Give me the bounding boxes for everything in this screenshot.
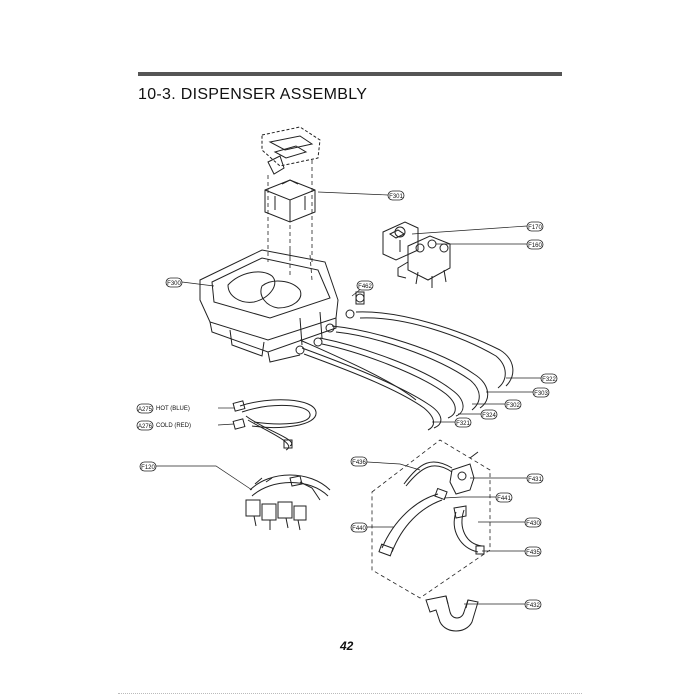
svg-text:F321: F321 bbox=[456, 421, 470, 427]
wire-harness-part bbox=[232, 399, 317, 451]
svg-text:F436: F436 bbox=[352, 460, 366, 466]
page-number: 42 bbox=[340, 639, 354, 653]
callout-f301: F301 bbox=[387, 190, 405, 201]
callout-f120: F120 bbox=[139, 461, 157, 472]
svg-text:F120: F120 bbox=[141, 465, 155, 471]
callout-f170: F170 bbox=[526, 221, 544, 232]
svg-text:F441: F441 bbox=[497, 496, 511, 502]
svg-text:A275: A275 bbox=[138, 407, 153, 413]
callout-f435: F435 bbox=[524, 546, 542, 557]
callout-f322: F322 bbox=[540, 373, 558, 384]
section-title: 10-3. DISPENSER ASSEMBLY bbox=[138, 86, 368, 103]
title-rule bbox=[138, 72, 562, 76]
hose-group-outline bbox=[371, 439, 491, 599]
water-valve-part bbox=[382, 221, 451, 288]
svg-text:F303: F303 bbox=[534, 391, 548, 397]
callout-f430: F430 bbox=[524, 517, 542, 528]
svg-text:F160: F160 bbox=[528, 243, 542, 249]
svg-text:F170: F170 bbox=[528, 225, 542, 231]
callout-f300: F300 bbox=[165, 277, 183, 288]
svg-text:F440: F440 bbox=[352, 526, 366, 532]
cold-red-label: COLD (RED) bbox=[156, 423, 191, 429]
callout-f432: F432 bbox=[524, 599, 542, 610]
svg-text:F302: F302 bbox=[506, 403, 520, 409]
svg-text:F462: F462 bbox=[358, 284, 372, 290]
callout-f303: F303 bbox=[532, 387, 550, 398]
callout-f324: F324 bbox=[480, 409, 498, 420]
page-bottom-rule bbox=[118, 693, 582, 694]
svg-text:F430: F430 bbox=[526, 521, 540, 527]
callout-f436: F436 bbox=[350, 456, 368, 467]
callout-a275: A275 bbox=[136, 403, 154, 414]
svg-text:F431: F431 bbox=[528, 477, 542, 483]
dispenser-cup-part bbox=[261, 126, 321, 265]
callout-f302: F302 bbox=[504, 399, 522, 410]
svg-text:F300: F300 bbox=[167, 281, 181, 287]
callout-leader-lines bbox=[156, 191, 541, 605]
svg-text:F301: F301 bbox=[389, 194, 403, 200]
dispenser-housing-part bbox=[199, 249, 339, 363]
svg-text:F324: F324 bbox=[482, 413, 496, 419]
hose-bracket-part bbox=[425, 595, 479, 632]
callout-f462: F462 bbox=[356, 280, 374, 291]
callout-f431: F431 bbox=[526, 473, 544, 484]
svg-text:F435: F435 bbox=[526, 550, 540, 556]
callout-a276: A276 bbox=[136, 420, 154, 431]
hot-blue-label: HOT (BLUE) bbox=[156, 406, 190, 412]
callout-f441: F441 bbox=[495, 492, 513, 503]
svg-text:A276: A276 bbox=[138, 424, 153, 430]
wiring-connector-part bbox=[245, 474, 331, 531]
callout-f321: F321 bbox=[454, 417, 472, 428]
dispenser-hoses bbox=[295, 291, 514, 431]
svg-text:F322: F322 bbox=[542, 377, 556, 383]
svg-text:F432: F432 bbox=[526, 603, 540, 609]
callout-f440: F440 bbox=[350, 522, 368, 533]
callout-f160: F160 bbox=[526, 239, 544, 250]
